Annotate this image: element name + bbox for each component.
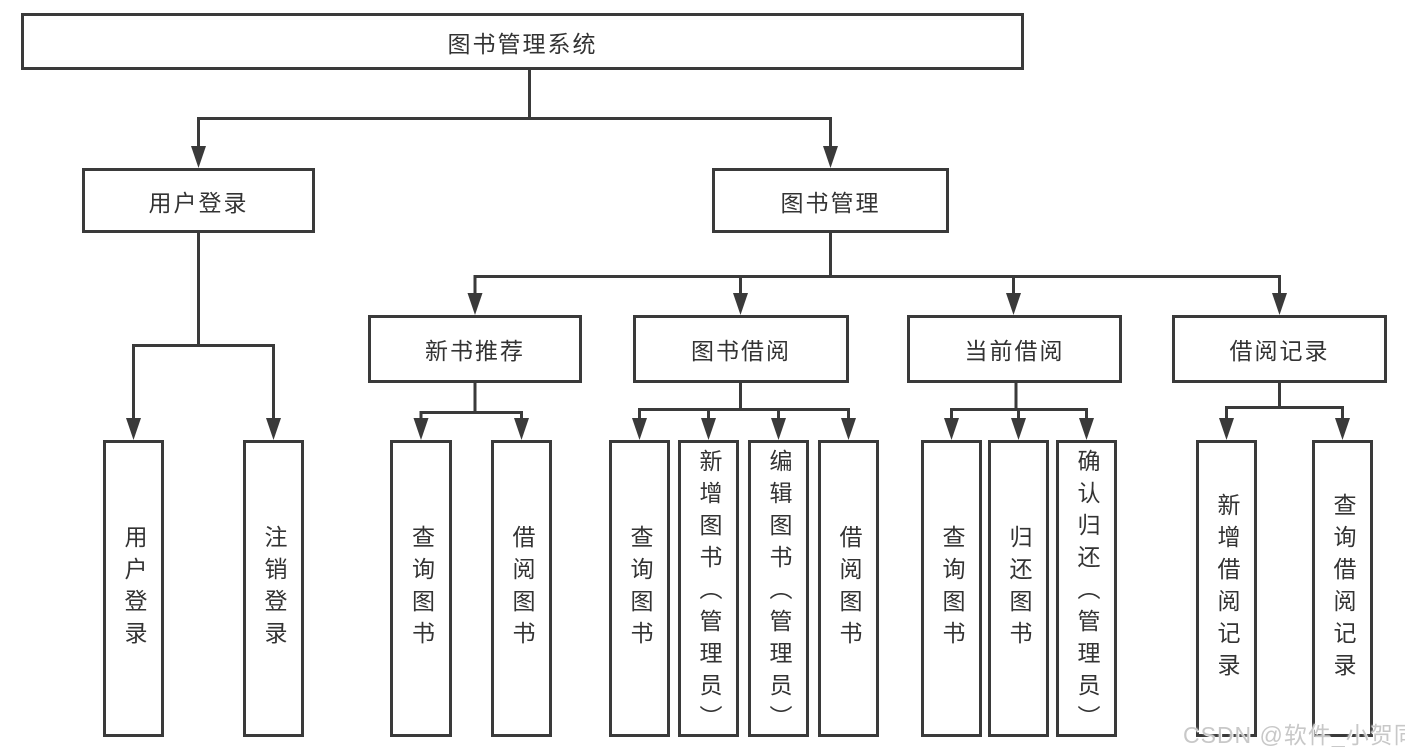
leaf-add-books-admin: 新增图书（管理员） bbox=[678, 440, 739, 737]
node-label: 图书管理 bbox=[780, 189, 881, 216]
arrow-down-icon bbox=[841, 418, 856, 440]
node-new-book-recommendation: 新书推荐 bbox=[368, 315, 582, 383]
arrow-down-icon bbox=[126, 418, 141, 440]
leaf-query-books-recommend: 查询图书 bbox=[390, 440, 452, 737]
node-label: 借阅图书 bbox=[836, 524, 862, 653]
node-label: 用户登录 bbox=[121, 524, 147, 653]
leaf-borrow-books: 借阅图书 bbox=[818, 440, 879, 737]
leaf-query-borrow-record: 查询借阅记录 bbox=[1312, 440, 1373, 737]
node-label: 归还图书 bbox=[1006, 524, 1032, 653]
arrow-down-icon bbox=[701, 418, 716, 440]
arrow-down-icon bbox=[1079, 418, 1094, 440]
arrow-down-icon bbox=[1219, 418, 1234, 440]
arrow-down-icon bbox=[632, 418, 647, 440]
leaf-query-books-borrow: 查询图书 bbox=[609, 440, 670, 737]
leaf-user-login: 用户登录 bbox=[103, 440, 164, 737]
arrow-down-icon bbox=[944, 418, 959, 440]
arrow-down-icon bbox=[266, 418, 281, 440]
node-book-borrowing: 图书借阅 bbox=[633, 315, 849, 383]
connector-newbook-to-leaves bbox=[419, 383, 523, 424]
arrow-down-icon bbox=[1011, 418, 1026, 440]
node-label: 编辑图书（管理员） bbox=[766, 449, 792, 737]
arrow-down-icon bbox=[733, 293, 748, 315]
node-label: 确认归还（管理员） bbox=[1074, 449, 1100, 737]
leaf-logout: 注销登录 bbox=[243, 440, 304, 737]
arrow-down-icon bbox=[413, 418, 429, 440]
connector-bookborrow-to-leaves bbox=[638, 383, 850, 424]
arrow-down-icon bbox=[771, 418, 786, 440]
node-label: 新增图书（管理员） bbox=[696, 449, 722, 737]
node-library-management-system: 图书管理系统 bbox=[21, 13, 1024, 70]
connector-userlogin-to-leaves bbox=[132, 232, 275, 422]
node-label: 新书推荐 bbox=[425, 338, 525, 364]
leaf-edit-books-admin: 编辑图书（管理员） bbox=[748, 440, 809, 737]
arrow-down-icon bbox=[467, 293, 483, 315]
csdn-watermark: CSDN @软件_小贺同学 bbox=[1183, 722, 1405, 747]
connector-root-to-level1 bbox=[197, 68, 832, 150]
node-label: 借阅图书 bbox=[509, 524, 535, 653]
node-label: 新增借阅记录 bbox=[1214, 492, 1240, 685]
node-label: 查询图书 bbox=[408, 524, 435, 653]
arrow-down-icon bbox=[823, 146, 838, 168]
node-label: 注销登录 bbox=[261, 524, 287, 653]
arrow-down-icon bbox=[1006, 293, 1021, 315]
node-borrowing-records: 借阅记录 bbox=[1172, 315, 1387, 383]
connector-currentborrow-to-leaves bbox=[950, 383, 1088, 424]
leaf-return-books: 归还图书 bbox=[988, 440, 1049, 737]
leaf-query-books-current: 查询图书 bbox=[921, 440, 982, 737]
arrowheads bbox=[126, 146, 1350, 440]
node-label: 借阅记录 bbox=[1229, 338, 1330, 364]
arrow-down-icon bbox=[1272, 293, 1287, 315]
arrow-down-icon bbox=[1335, 418, 1350, 440]
leaf-add-borrow-record: 新增借阅记录 bbox=[1196, 440, 1257, 737]
node-label: 图书借阅 bbox=[691, 338, 791, 364]
node-current-borrowing: 当前借阅 bbox=[907, 315, 1122, 383]
arrow-down-icon bbox=[191, 146, 206, 168]
arrow-down-icon bbox=[514, 418, 529, 440]
node-label: 查询图书 bbox=[627, 524, 653, 653]
node-label: 查询借阅记录 bbox=[1330, 492, 1356, 685]
node-book-management: 图书管理 bbox=[712, 168, 949, 233]
node-label: 当前借阅 bbox=[964, 338, 1065, 364]
node-label: 用户登录 bbox=[148, 189, 249, 216]
connector-bookmgmt-to-level2 bbox=[473, 233, 1281, 298]
node-user-login: 用户登录 bbox=[82, 168, 315, 233]
leaf-borrow-books-recommend: 借阅图书 bbox=[491, 440, 552, 737]
node-label: 图书管理系统 bbox=[447, 30, 598, 57]
connector-records-to-leaves bbox=[1225, 383, 1344, 424]
leaf-confirm-return-admin: 确认归还（管理员） bbox=[1056, 440, 1117, 737]
node-label: 查询图书 bbox=[939, 524, 965, 653]
